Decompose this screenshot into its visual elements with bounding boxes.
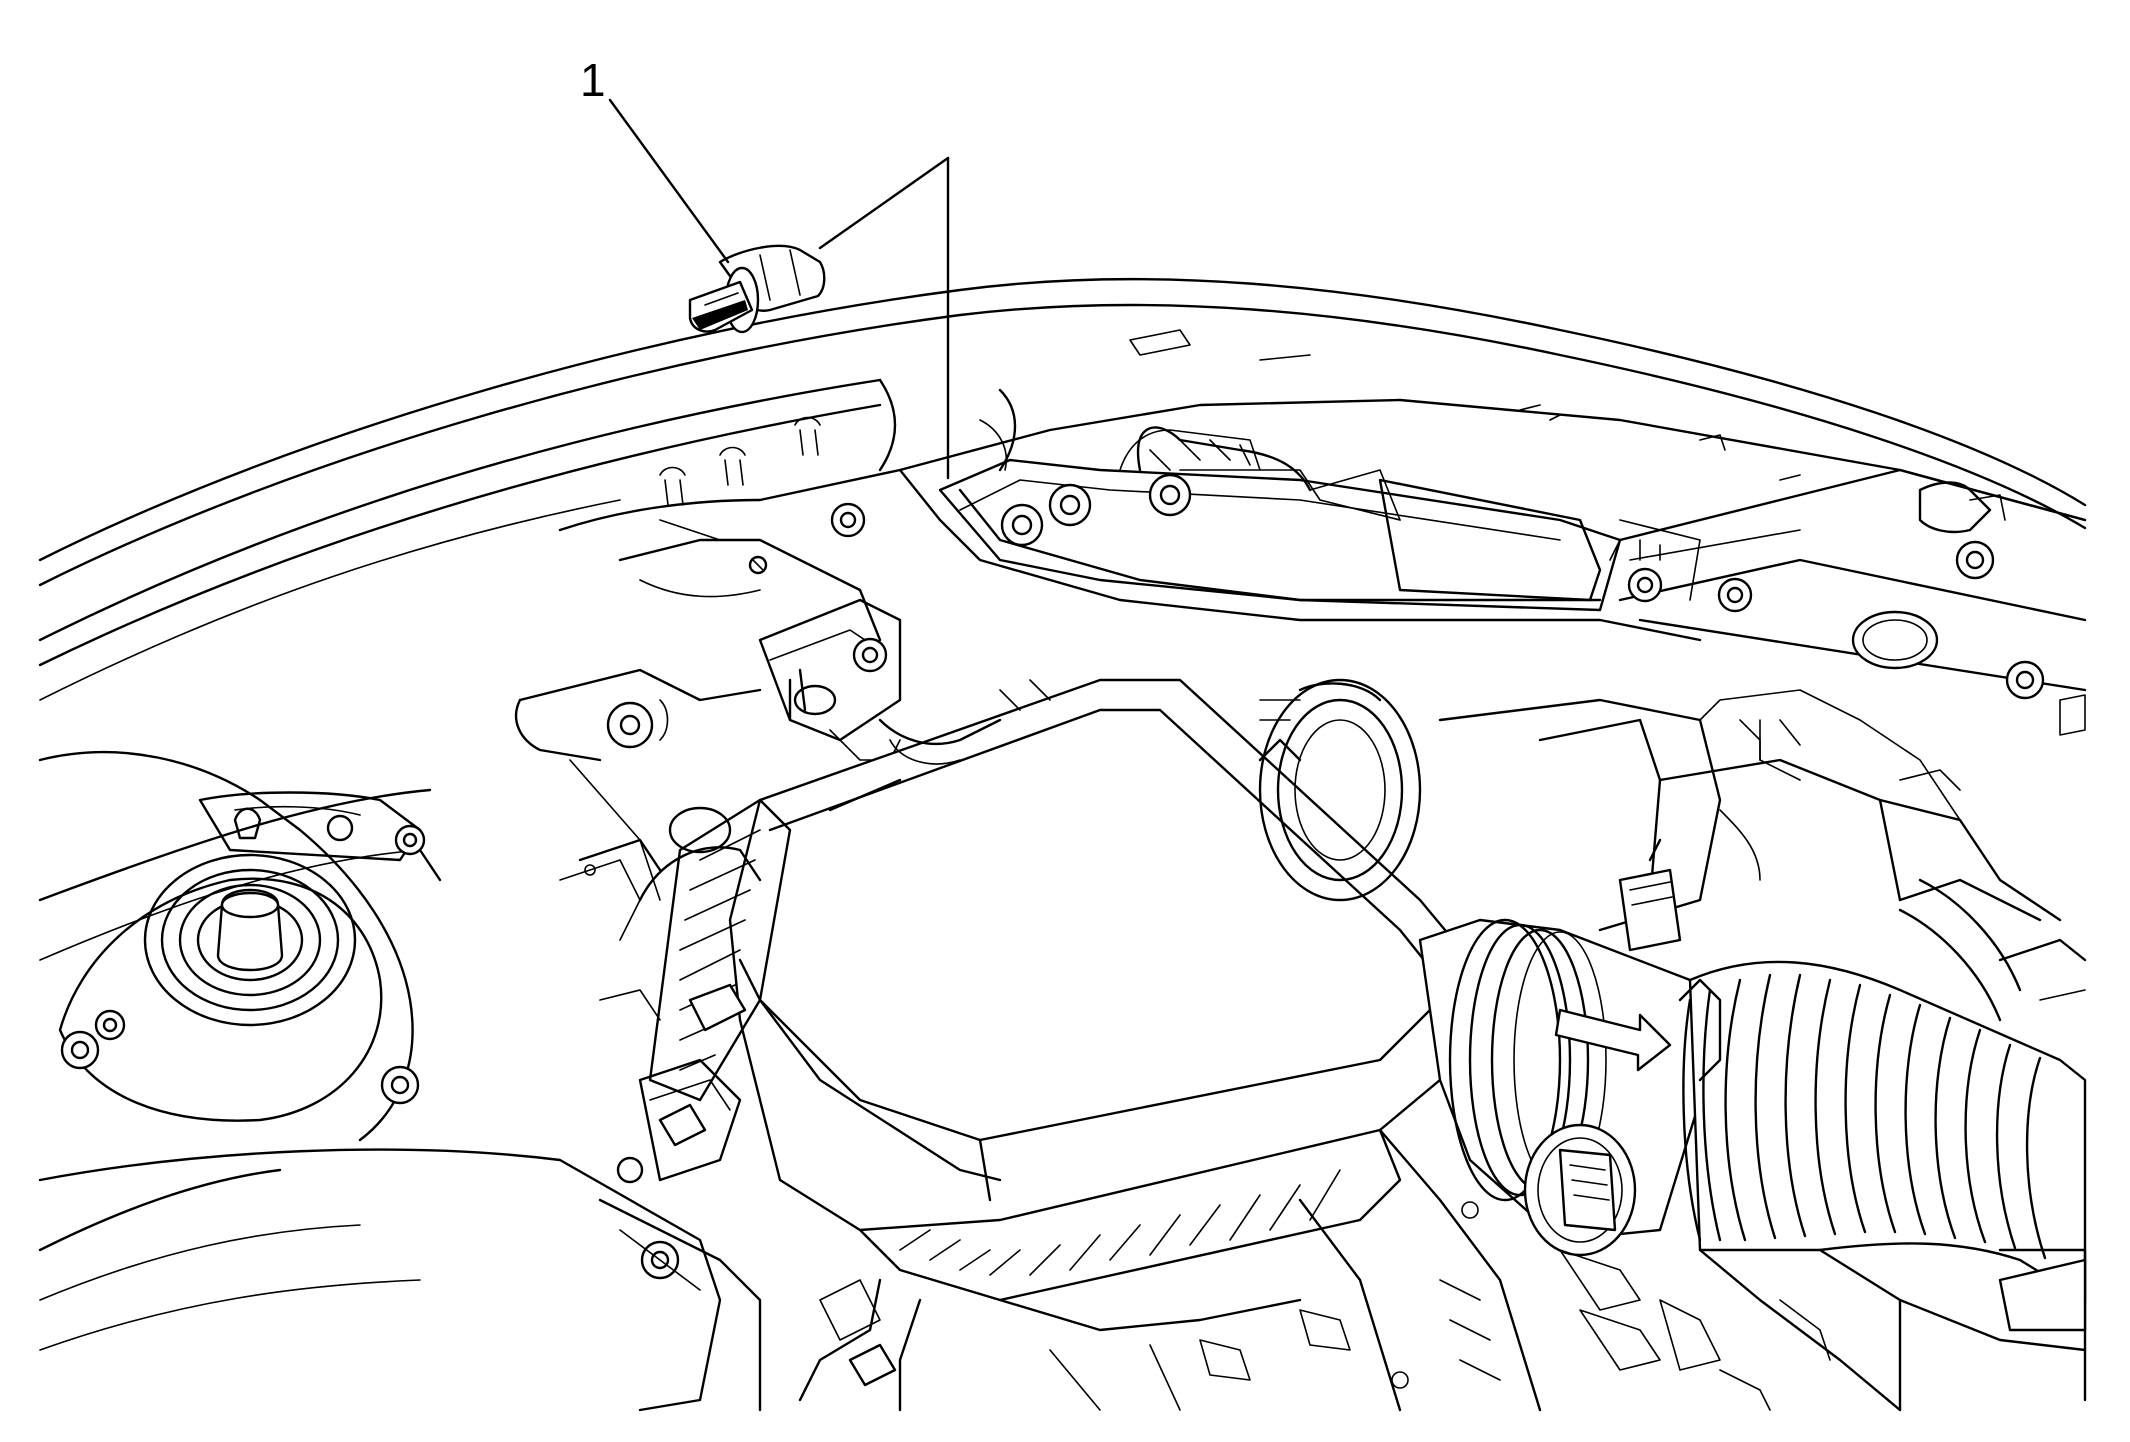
radiator-support: [1129, 329, 2087, 736]
bolt: [94, 1009, 126, 1041]
nut: [1048, 483, 1092, 527]
flow-arrow: [1554, 1008, 1672, 1072]
hood-latch: [758, 598, 902, 761]
fender-outline: [38, 277, 2087, 1351]
intake-hose: [1678, 960, 2087, 1302]
nut: [1717, 577, 1753, 613]
lower-left-panel: [38, 1148, 762, 1412]
nut: [2005, 660, 2045, 700]
bolt: [852, 637, 888, 673]
engine-components-left: [559, 806, 762, 1021]
cowl-rail: [558, 378, 2087, 642]
inner-fender: [514, 668, 762, 901]
bolt: [380, 1065, 420, 1105]
nut: [1148, 473, 1192, 517]
air-cleaner-housing: [638, 678, 1472, 1412]
nut: [1955, 540, 1995, 580]
brake-booster: [1258, 678, 1422, 902]
bolt: [616, 1156, 644, 1184]
nut: [1000, 503, 1044, 547]
bolt: [60, 1030, 100, 1070]
lower-right-structure: [998, 1128, 2087, 1412]
retainer-clip: [688, 244, 826, 334]
bolt: [830, 502, 866, 538]
leader-lines: [608, 98, 950, 480]
cowl-bracket: [938, 426, 1622, 612]
intake-duct: [1418, 918, 1702, 1257]
nut: [1627, 567, 1663, 603]
right-inner-structure: [1438, 689, 2087, 1022]
callout-label-1: 1: [580, 54, 606, 106]
